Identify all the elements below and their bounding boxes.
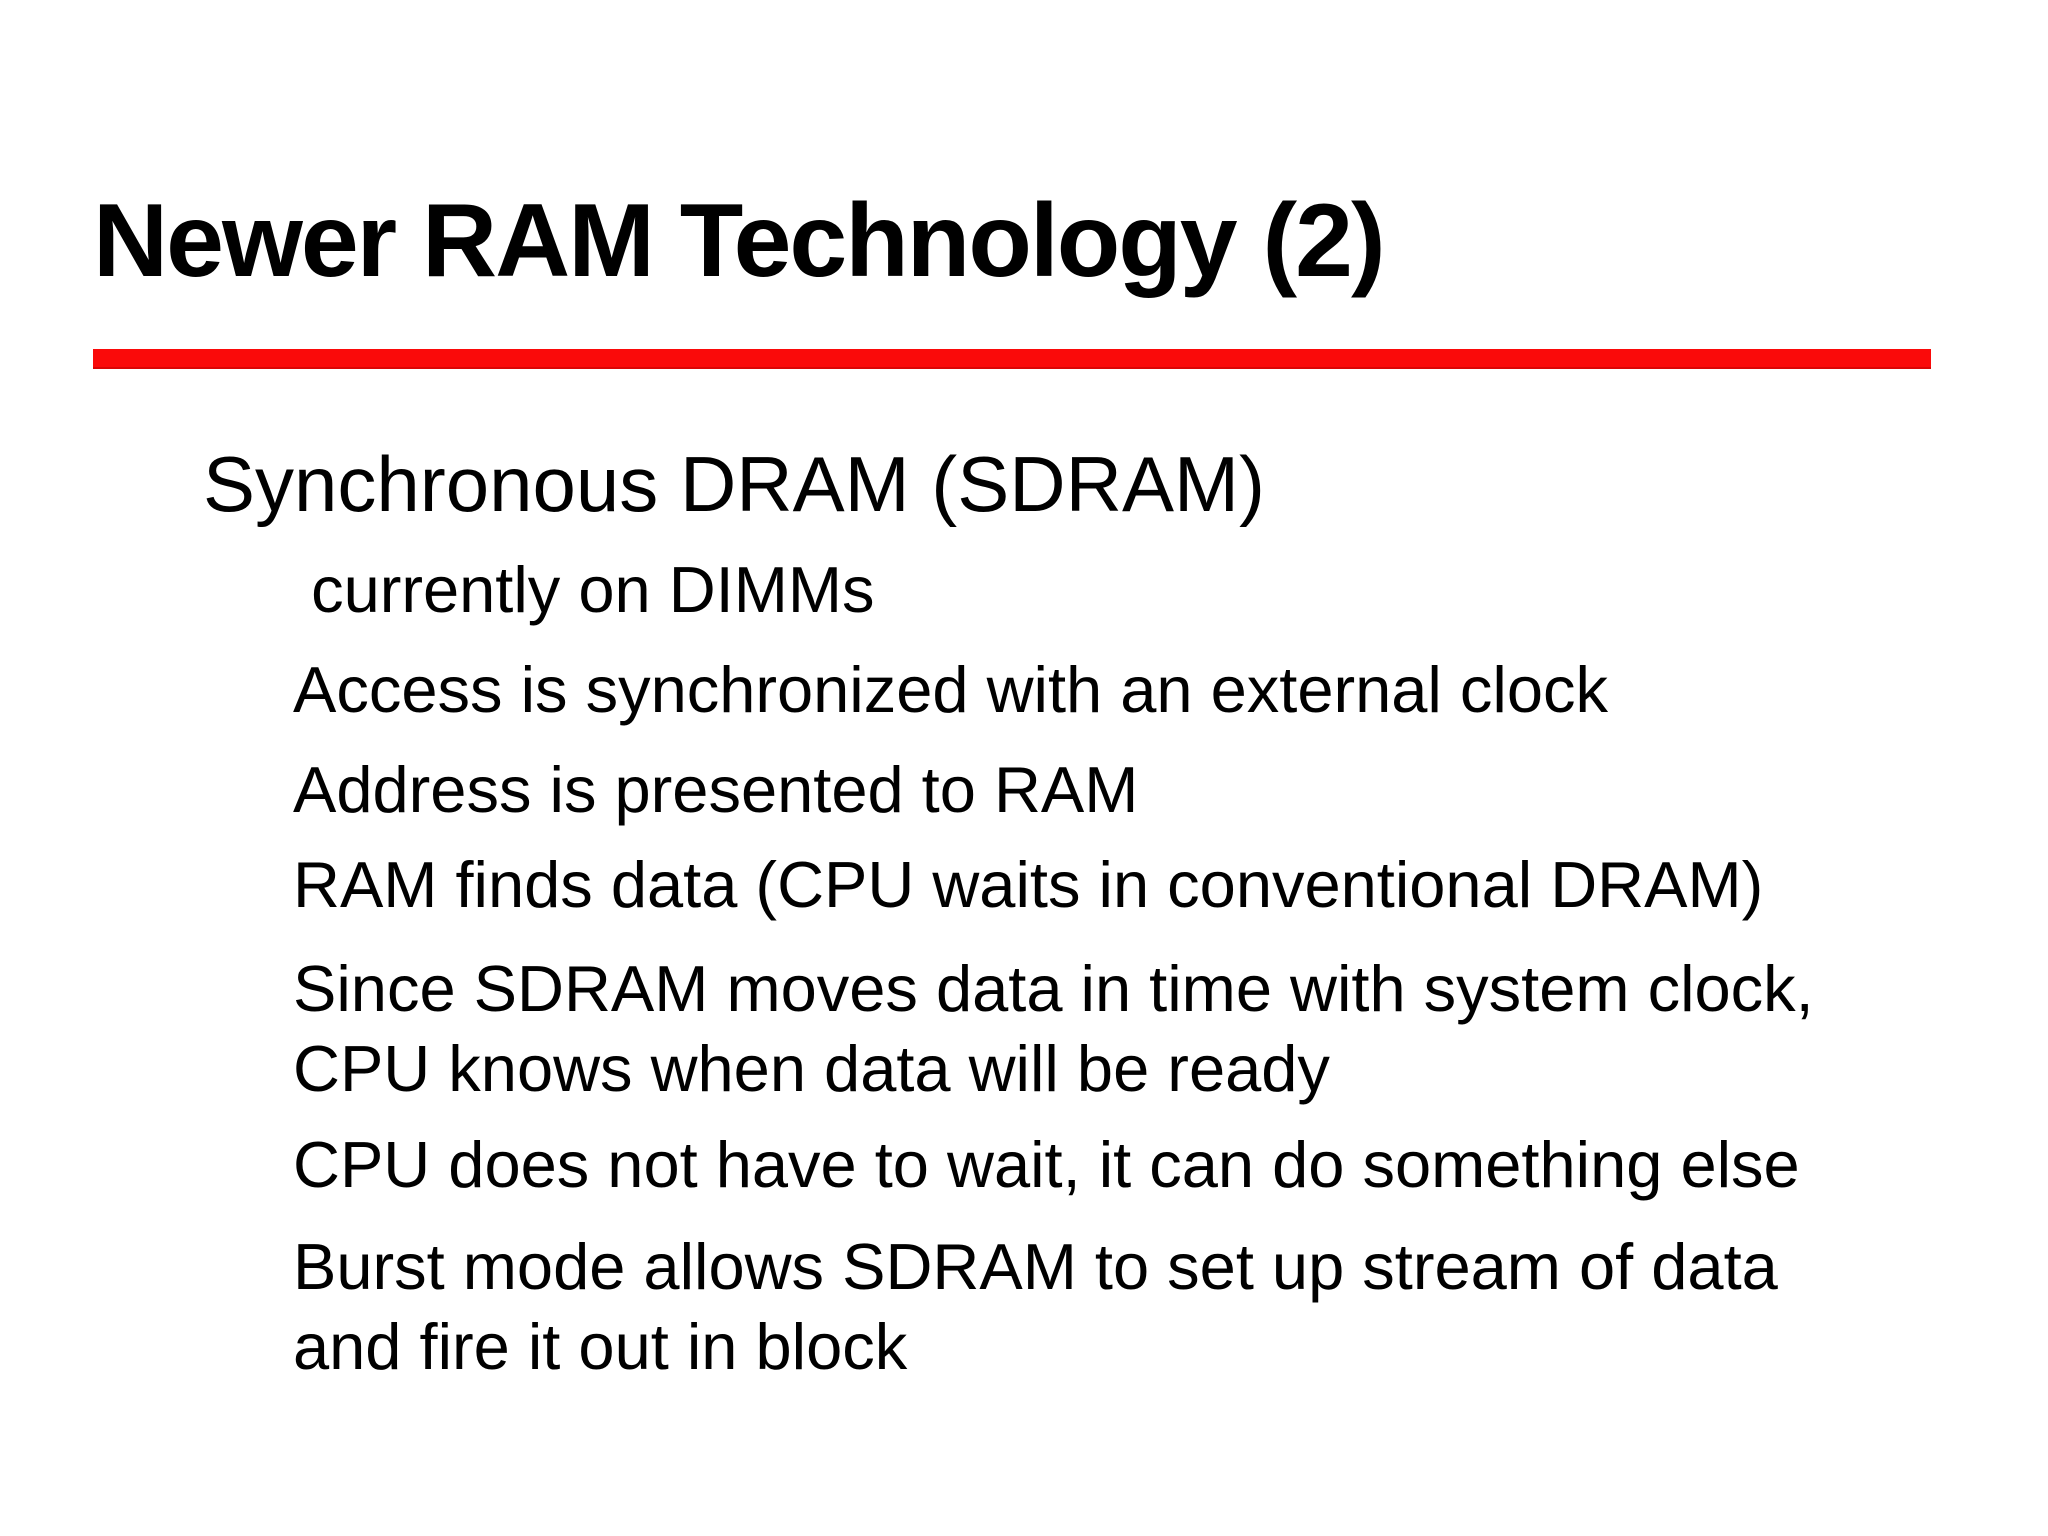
bullet-line-level1: Synchronous DRAM (SDRAM): [203, 440, 1265, 528]
title-underline-rule: [93, 349, 1931, 369]
bullet-line-level2: Burst mode allows SDRAM to set up stream…: [293, 1230, 1778, 1383]
bullet-line-level2: Address is presented to RAM: [293, 753, 1139, 826]
bullet-line-level2: CPU does not have to wait, it can do som…: [293, 1128, 1800, 1201]
bullet-line-level2: Since SDRAM moves data in time with syst…: [293, 952, 1814, 1105]
bullet-line-level2: Access is synchronized with an external …: [293, 653, 1609, 726]
bullet-line-level2: currently on DIMMs: [293, 553, 875, 626]
bullet-line-level2: RAM finds data (CPU waits in conventiona…: [293, 848, 1764, 921]
slide-title: Newer RAM Technology (2): [93, 183, 1386, 299]
